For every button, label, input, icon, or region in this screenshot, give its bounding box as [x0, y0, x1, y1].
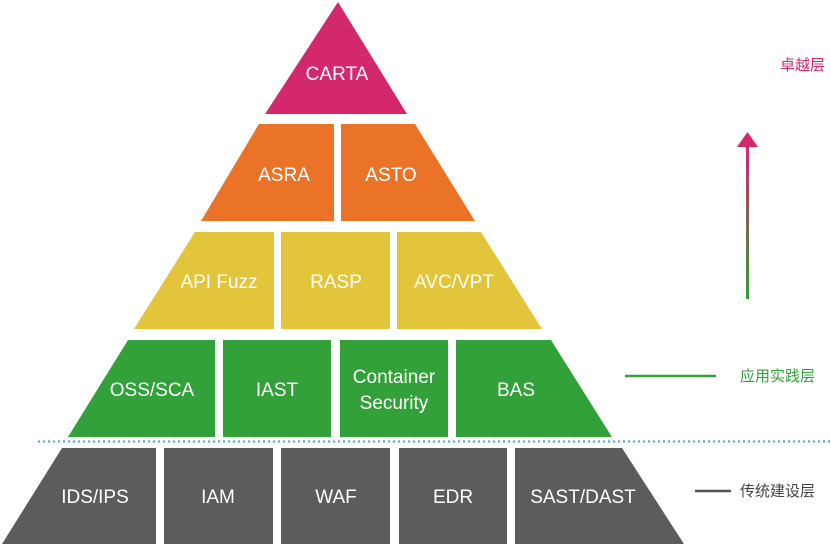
segment-label-iam: IAM — [201, 487, 235, 508]
segment-label-api-fuzz: API Fuzz — [180, 272, 257, 293]
segment-label-sast-dast: SAST/DAST — [530, 487, 636, 508]
segment-label-asto: ASTO — [365, 165, 416, 186]
segment-label-bas: BAS — [497, 380, 535, 401]
pyramid-segment-waf — [281, 448, 390, 544]
pyramid-segment-avc-vpt — [397, 232, 542, 329]
segment-label-avc-vpt: AVC/VPT — [414, 272, 494, 293]
pyramid-segment-ids-ips — [2, 448, 156, 544]
pyramid-segment-carta — [265, 2, 407, 114]
pyramid-segment-container-security — [340, 340, 448, 437]
layer-label-traditional: 传统建设层 — [740, 482, 815, 500]
pyramid-segment-sast-dast — [515, 448, 684, 544]
layer-label-practice: 应用实践层 — [740, 367, 815, 385]
pyramid-segment-iast — [223, 340, 331, 437]
segment-label-ids-ips: IDS/IPS — [61, 487, 129, 508]
pyramid-segment-rasp — [281, 232, 390, 329]
segment-label-line: Security — [360, 393, 429, 414]
segment-label-carta: CARTA — [306, 64, 369, 85]
pyramid-segment-bas — [456, 340, 612, 437]
pyramid-segment-edr — [399, 448, 507, 544]
segment-label-edr: EDR — [433, 487, 473, 508]
pyramid-segment-asto — [341, 124, 475, 221]
segment-label-asra: ASRA — [258, 165, 310, 186]
up-arrow-icon — [737, 132, 758, 299]
segment-label-waf: WAF — [315, 487, 357, 508]
segment-label-oss-sca: OSS/SCA — [110, 380, 195, 401]
pyramid-segment-oss-sca — [68, 340, 215, 437]
segment-label-line: Container — [353, 367, 436, 388]
pyramid-segment-iam — [164, 448, 273, 544]
pyramid-segment-asra — [201, 124, 334, 221]
segment-label-rasp: RASP — [310, 272, 362, 293]
layer-label-excellence: 卓越层 — [780, 56, 825, 74]
segment-label-iast: IAST — [256, 380, 299, 401]
pyramid-segment-api-fuzz — [134, 232, 274, 329]
